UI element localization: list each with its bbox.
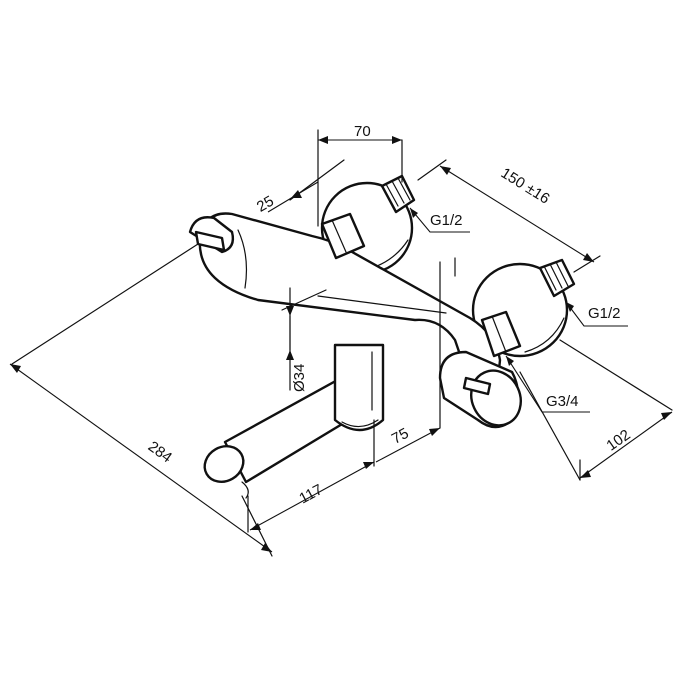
dim-70-label: 70 — [354, 123, 371, 140]
left-nut — [320, 212, 366, 260]
dim-25-label: 25 — [254, 193, 277, 216]
dimension-25: 25 — [254, 181, 319, 216]
dimension-150: 150 ±16 — [439, 165, 595, 263]
dim-75-label: 75 — [389, 425, 412, 448]
thread-outlet-label: G3/4 — [546, 393, 579, 410]
thread-inlet-right-label: G1/2 — [588, 305, 621, 322]
flow-handle — [438, 350, 522, 429]
dim-diameter-label: Ø34 — [291, 364, 308, 392]
dim-102-label: 102 — [603, 426, 633, 454]
right-nut — [480, 310, 522, 358]
dim-284-label: 284 — [145, 438, 175, 466]
dimension-102: 102 — [579, 411, 673, 479]
dimension-diameter: Ø34 — [286, 306, 308, 392]
dim-117-label: 117 — [296, 481, 325, 507]
callout-g12-right: G1/2 — [565, 301, 628, 327]
dimension-70: 70 — [318, 123, 402, 144]
dimension-117: 117 — [249, 461, 375, 531]
callout-g34: G3/4 — [505, 355, 590, 413]
dimension-75: 75 — [375, 425, 441, 463]
callout-g12-left: G1/2 — [409, 207, 470, 233]
thread-inlet-left-label: G1/2 — [430, 212, 463, 229]
outlet-connector — [333, 343, 385, 432]
dim-150-label: 150 ±16 — [498, 165, 553, 208]
temperature-handle — [188, 216, 235, 254]
